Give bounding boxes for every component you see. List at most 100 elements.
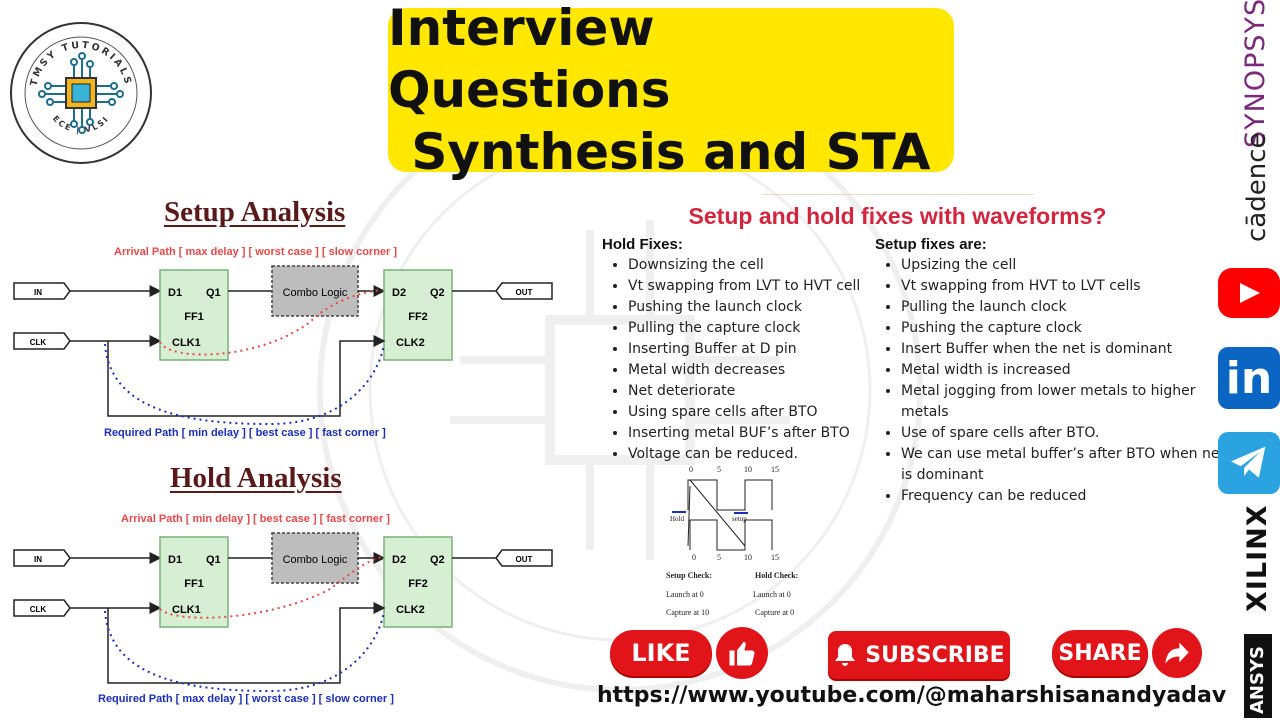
hold-in-port xyxy=(13,549,71,567)
list-item: Vt swapping from LVT to HVT cell xyxy=(628,276,898,297)
list-item: Pulling the capture clock xyxy=(628,318,898,339)
hold-clk-label: CLK xyxy=(30,605,47,614)
setup-arrival-path xyxy=(159,289,383,356)
hold-check-label: Hold Check: xyxy=(755,571,798,580)
setup-in-label: IN xyxy=(34,288,42,297)
like-label: LIKE xyxy=(631,639,691,667)
wave-top-tick-5: 5 xyxy=(717,465,721,474)
title-line-1: Interview Questions xyxy=(388,0,671,119)
xilinx-logo-text: XILINX xyxy=(1242,504,1273,612)
wave-setup-label: setup xyxy=(732,515,747,523)
setup-clk-port xyxy=(13,332,71,350)
setup-required-label: Required Path [ min delay ] [ best case … xyxy=(104,427,386,439)
linkedin-icon[interactable]: in xyxy=(1218,347,1280,409)
setup-ff1-d: D1 xyxy=(168,287,182,299)
list-item: Use of spare cells after BTO. xyxy=(901,423,1231,444)
subscribe-button[interactable]: SUBSCRIBE xyxy=(828,631,1010,679)
setup-ff2 xyxy=(383,269,453,361)
wave-top-tick-0: 0 xyxy=(689,465,693,474)
hold-combo-label: Combo Logic xyxy=(283,554,348,566)
wave-top-tick-15: 15 xyxy=(771,465,779,474)
youtube-icon[interactable] xyxy=(1218,268,1280,318)
setup-ff1-name: FF1 xyxy=(184,311,204,323)
hold-ff1 xyxy=(159,536,229,628)
linkedin-text: in xyxy=(1225,352,1273,404)
hold-ff1-name: FF1 xyxy=(184,578,204,590)
waveform-figure: 0 5 10 15 0 5 10 15 Hold setup Setup Che… xyxy=(666,465,798,617)
decorative-rule xyxy=(762,194,1034,195)
list-item: Vt swapping from HVT to LVT cells xyxy=(901,276,1231,297)
setup-launch-text: Launch at 0 xyxy=(666,590,704,599)
fixes-title: Setup and hold fixes with waveforms? xyxy=(688,203,1107,229)
hold-out-label: OUT xyxy=(516,555,533,564)
setup-ff1-clk: CLK1 xyxy=(172,337,201,349)
wave-bottom-tick-0: 0 xyxy=(692,553,696,562)
list-item: Insert Buffer when the net is dominant xyxy=(901,339,1231,360)
hold-arrival-path xyxy=(159,556,383,619)
ansys-logo: ANSYS xyxy=(1244,634,1272,718)
setup-ff2-q: Q2 xyxy=(430,287,445,299)
hold-ff1-q: Q1 xyxy=(206,554,221,566)
hold-required-label: Required Path [ max delay ] [ worst case… xyxy=(98,693,394,705)
setup-circuit-diagram: IN CLK D1 Q1 FF1 CLK1 Combo Logic D2 Q2 … xyxy=(13,265,553,426)
wave-bottom-tick-5: 5 xyxy=(717,553,721,562)
hold-ff1-clk: CLK1 xyxy=(172,604,201,616)
hold-fixes-heading: Hold Fixes: xyxy=(602,236,683,253)
thumbs-up-icon[interactable] xyxy=(716,627,768,679)
launch-clock-wave xyxy=(687,479,773,511)
hold-ff2-clk: CLK2 xyxy=(396,604,425,616)
list-item: Metal width decreases xyxy=(628,360,898,381)
setup-in-port xyxy=(13,282,71,300)
list-item: Inserting metal BUF’s after BTO xyxy=(628,423,898,444)
hold-in-label: IN xyxy=(34,555,42,564)
list-item: Using spare cells after BTO xyxy=(628,402,898,423)
setup-analysis-title: Setup Analysis xyxy=(164,196,346,228)
hold-ff2-q: Q2 xyxy=(430,554,445,566)
hold-ff1-d: D1 xyxy=(168,554,182,566)
title-banner: Interview Questions Synthesis and STA xyxy=(388,0,954,181)
subscribe-label: SUBSCRIBE xyxy=(865,642,1005,668)
bell-icon xyxy=(835,644,856,666)
hold-combo-logic xyxy=(271,532,359,584)
list-item: Frequency can be reduced xyxy=(901,486,1231,507)
list-item: Upsizing the cell xyxy=(901,255,1231,276)
hold-launch-text: Launch at 0 xyxy=(753,590,791,599)
list-item: We can use metal buffer’s after BTO when… xyxy=(901,444,1231,486)
setup-combo-label: Combo Logic xyxy=(283,287,348,299)
hold-ff2-name: FF2 xyxy=(408,578,428,590)
setup-check-label: Setup Check: xyxy=(666,571,712,580)
hold-circuit-diagram: IN CLK D1 Q1 FF1 CLK1 Combo Logic D2 Q2 … xyxy=(13,532,553,693)
setup-ff2-d: D2 xyxy=(392,287,406,299)
wave-top-tick-10: 10 xyxy=(744,465,752,474)
share-label: SHARE xyxy=(1058,640,1142,666)
hold-arrival-label: Arrival Path [ min delay ] [ best case ]… xyxy=(121,513,390,525)
list-item: Metal jogging from lower metals to highe… xyxy=(901,381,1231,423)
capture-clock-wave xyxy=(689,519,773,551)
telegram-icon[interactable] xyxy=(1218,432,1280,494)
setup-fixes-list: Upsizing the cell Vt swapping from HVT t… xyxy=(876,255,1231,507)
hold-analysis-title: Hold Analysis xyxy=(170,462,342,494)
share-button[interactable]: SHARE xyxy=(1052,630,1148,676)
hold-ff2 xyxy=(383,536,453,628)
list-item: Net deteriorate xyxy=(628,381,898,402)
setup-arrival-label: Arrival Path [ max delay ] [ worst case … xyxy=(114,246,398,258)
wave-bottom-tick-10: 10 xyxy=(744,553,752,562)
channel-logo: TMSY TUTORIALS ECE | VLSI xyxy=(8,20,154,166)
cadence-logo-text: cādence xyxy=(1242,132,1272,243)
setup-ff2-clk: CLK2 xyxy=(396,337,425,349)
setup-ff1 xyxy=(159,269,229,361)
list-item: Inserting Buffer at D pin xyxy=(628,339,898,360)
share-arrow-icon[interactable] xyxy=(1152,628,1202,678)
setup-required-path xyxy=(104,343,385,426)
list-item: Pulling the launch clock xyxy=(901,297,1231,318)
title-line-2: Synthesis and STA xyxy=(411,123,931,181)
setup-fixes-heading: Setup fixes are: xyxy=(875,236,987,253)
list-item: Downsizing the cell xyxy=(628,255,898,276)
hold-out-port xyxy=(495,549,553,567)
channel-url[interactable]: https://www.youtube.com/@maharshisanandy… xyxy=(597,683,1227,708)
hold-ff2-d: D2 xyxy=(392,554,406,566)
like-button[interactable]: LIKE xyxy=(610,630,712,676)
list-item: Pushing the capture clock xyxy=(901,318,1231,339)
setup-ff1-q: Q1 xyxy=(206,287,221,299)
list-item: Metal width is increased xyxy=(901,360,1231,381)
